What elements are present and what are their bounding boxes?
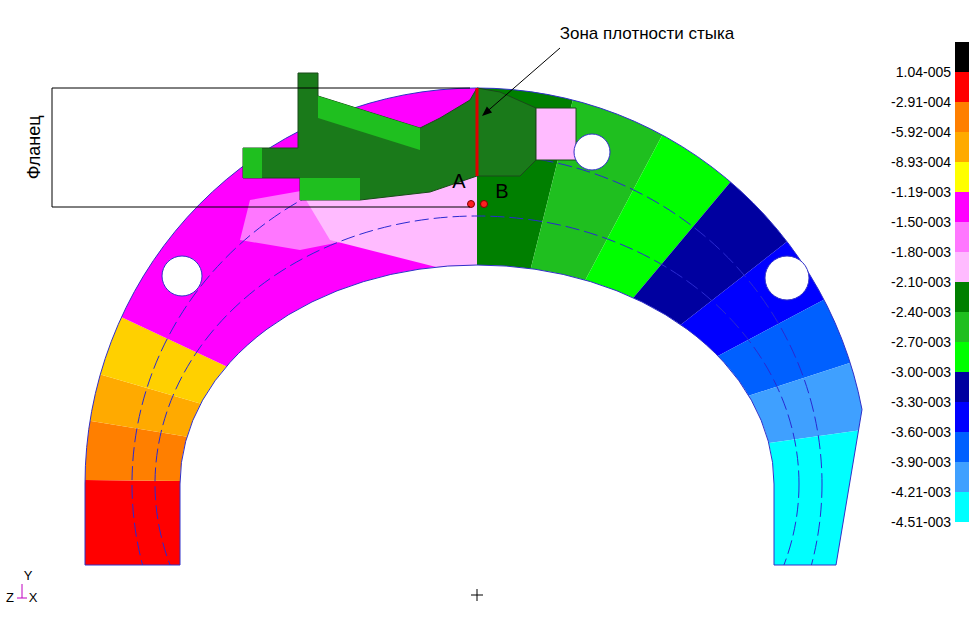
legend-value: -3.60-003 xyxy=(891,424,951,440)
legend-swatch xyxy=(955,372,969,402)
axis-label: Z xyxy=(6,591,14,606)
plot-shape xyxy=(468,201,475,208)
plot-shape xyxy=(17,598,27,599)
point-label: A xyxy=(452,170,465,193)
legend-swatch xyxy=(955,222,969,252)
plot-shape xyxy=(52,207,470,208)
legend-swatch xyxy=(955,252,969,282)
legend-swatch xyxy=(955,162,969,192)
legend-swatch xyxy=(955,492,969,522)
legend-swatch xyxy=(955,462,969,492)
legend-value: -5.92-004 xyxy=(891,124,951,140)
point-label: B xyxy=(495,180,508,203)
axis-label: X xyxy=(29,591,38,606)
joint-zone-line xyxy=(476,88,479,176)
legend-value: -1.80-003 xyxy=(891,244,951,260)
plot-shape xyxy=(0,0,477,484)
plot-shape xyxy=(536,108,576,160)
legend-value: -4.21-003 xyxy=(891,484,951,500)
plot-shape xyxy=(765,256,809,300)
plot-shape xyxy=(477,15,974,484)
plot-shape xyxy=(243,148,262,178)
callout-label: Зона плотности стыка xyxy=(560,24,735,44)
plot-shape xyxy=(132,154,822,617)
legend-value: -2.40-003 xyxy=(891,304,951,320)
plot-shape xyxy=(477,345,974,617)
legend-value: -2.91-004 xyxy=(891,94,951,110)
plot-shape xyxy=(318,96,420,150)
legend-value: -3.00-003 xyxy=(891,364,951,380)
plot-shape xyxy=(487,48,560,112)
dimension-label: Фланец xyxy=(24,115,45,179)
plot-shape xyxy=(477,0,974,484)
legend-swatch xyxy=(955,342,969,372)
legend-value: -8.93-004 xyxy=(891,154,951,170)
plot-shape xyxy=(300,178,360,200)
plot-shape xyxy=(482,106,492,116)
legend-swatch xyxy=(955,72,969,102)
axis-label: Y xyxy=(24,569,33,584)
legend-swatch xyxy=(955,42,969,72)
legend-value: -4.51-003 xyxy=(891,514,951,530)
plot-shape xyxy=(243,73,536,200)
plot-shape xyxy=(477,175,974,484)
legend-value: 1.04-005 xyxy=(896,64,951,80)
plot-shape xyxy=(22,584,23,598)
legend-swatch xyxy=(955,312,969,342)
plot-shape xyxy=(162,256,202,296)
legend-swatch xyxy=(955,402,969,432)
legend-value: -3.90-003 xyxy=(891,454,951,470)
legend-swatch xyxy=(955,102,969,132)
plot-shape xyxy=(477,589,478,601)
plot-shape xyxy=(574,134,610,170)
plot-shape xyxy=(52,88,470,89)
legend-value: -3.30-003 xyxy=(891,394,951,410)
plot-shape xyxy=(481,201,488,208)
plot-shape xyxy=(155,216,799,617)
plot-shape xyxy=(0,472,477,617)
legend-swatch xyxy=(955,282,969,312)
legend-value: -2.70-003 xyxy=(891,334,951,350)
legend-swatch xyxy=(955,432,969,462)
legend-value: -1.19-003 xyxy=(891,184,951,200)
legend-value: -2.10-003 xyxy=(891,274,951,290)
legend-swatch xyxy=(955,132,969,162)
plot-shape xyxy=(52,88,53,207)
legend-value: -1.50-003 xyxy=(891,214,951,230)
flange xyxy=(243,73,576,200)
legend-swatch xyxy=(955,192,969,222)
plot-shape xyxy=(477,0,974,484)
